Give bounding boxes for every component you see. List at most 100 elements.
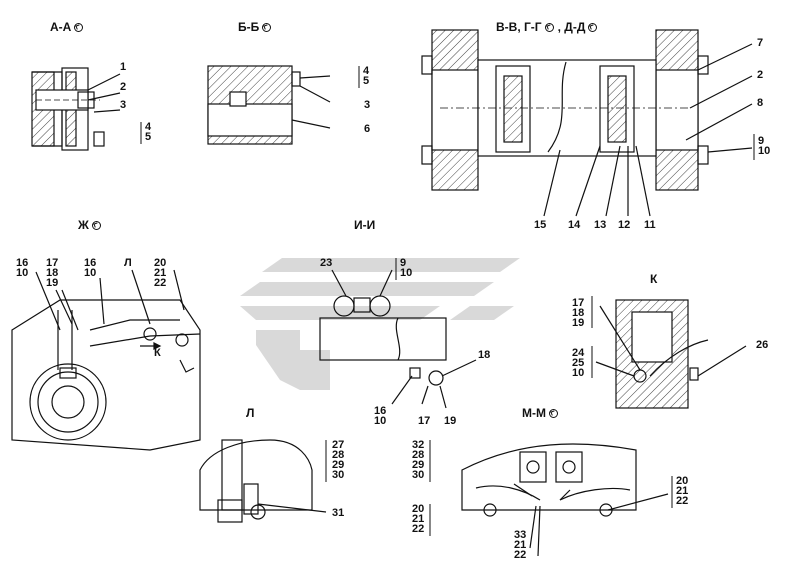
callout-l-31: 31 <box>332 507 345 519</box>
section-title-bb-text: Б-Б <box>238 20 260 34</box>
callout-ii-stack-top: 9 10 <box>400 257 413 279</box>
section-title-aa-text: А-А <box>50 20 72 34</box>
callout-bb-3: 3 <box>364 99 371 111</box>
callout-aa-3: 3 <box>120 99 127 111</box>
callout-ii-23: 23 <box>320 257 333 269</box>
callout-k-stack-b: 24 25 10 <box>572 347 585 379</box>
callout-mm-stack-a: 32 28 29 30 <box>412 440 425 481</box>
callout-l-29: 29 <box>332 459 345 471</box>
callout-vv-stack: 9 10 <box>758 135 771 157</box>
callout-vv-12: 12 <box>618 219 631 231</box>
section-mm-drawing <box>461 443 669 557</box>
callout-zh-10b: 10 <box>84 267 97 279</box>
section-aa-drawing <box>31 67 121 151</box>
callout-zh-18: 18 <box>46 267 59 279</box>
view-direction-icon <box>544 23 554 32</box>
section-ii-drawing <box>319 269 477 409</box>
callout-bb-5: 5 <box>363 75 370 87</box>
callout-brackets <box>140 66 755 536</box>
callout-vv-13: 13 <box>594 219 607 231</box>
callout-zh-22: 22 <box>154 277 167 289</box>
callout-mm-stack-c: 33 21 22 <box>514 529 527 561</box>
callout-aa-1: 1 <box>120 61 127 73</box>
callout-aa-4: 4 <box>145 121 152 133</box>
callout-k-26: 26 <box>756 339 769 351</box>
callout-mm-33: 33 <box>514 529 527 541</box>
callout-zh-group1: 16 10 <box>16 257 29 279</box>
callout-k-stack-a: 17 18 19 <box>572 297 585 329</box>
callout-vv-8: 8 <box>757 97 764 109</box>
callout-vv-2: 2 <box>757 69 764 81</box>
callout-zh-21: 21 <box>154 267 167 279</box>
callout-k-19: 19 <box>572 317 585 329</box>
callout-mm-30: 30 <box>412 469 425 481</box>
section-title-vv-text: В-В, Г-Г <box>496 20 542 34</box>
callout-vv-9: 9 <box>758 135 765 147</box>
callout-aa-5: 5 <box>145 131 152 143</box>
callout-vv-14: 14 <box>568 219 581 231</box>
callout-zh-view-k: К <box>154 347 161 359</box>
callout-k-10: 10 <box>572 367 585 379</box>
section-title-ii: И-И <box>354 218 376 232</box>
callout-ii-9: 9 <box>400 257 407 269</box>
section-title-mm-text: М-М <box>522 406 546 420</box>
callout-aa-2: 2 <box>120 81 127 93</box>
callout-l-28: 28 <box>332 449 345 461</box>
section-title-bb: Б-Б <box>238 20 272 34</box>
section-title-dd-text: , Д-Д <box>557 20 586 34</box>
callout-mm-20b: 20 <box>676 475 689 487</box>
callout-zh-group2: 17 18 19 <box>46 257 59 289</box>
view-zh-drawing <box>11 269 201 451</box>
section-vv-drawing <box>421 29 753 217</box>
callout-mm-22b: 22 <box>514 549 527 561</box>
callout-mm-21b: 21 <box>514 539 527 551</box>
callout-vv-10: 10 <box>758 145 771 157</box>
section-title-zh: Ж <box>78 218 101 232</box>
callout-zh-17: 17 <box>46 257 59 269</box>
view-l-drawing <box>199 439 327 523</box>
callout-zh-view-l: Л <box>124 257 132 269</box>
section-title-l: Л <box>246 406 255 420</box>
callout-k-18: 18 <box>572 307 585 319</box>
view-direction-icon <box>91 221 101 230</box>
callout-mm-22: 22 <box>412 523 425 535</box>
callout-zh-10: 10 <box>16 267 29 279</box>
watermark-logo <box>240 258 520 390</box>
callout-ii-17: 17 <box>418 415 431 427</box>
section-title-mm: М-М <box>522 406 558 420</box>
callout-k-25: 25 <box>572 357 585 369</box>
section-title-aa: А-А <box>50 20 84 34</box>
view-direction-icon <box>262 23 272 32</box>
callout-zh-20: 20 <box>154 257 167 269</box>
callout-l-stack: 27 28 29 30 <box>332 439 345 481</box>
callout-mm-stack-d: 20 21 22 <box>676 475 689 507</box>
callout-zh-16: 16 <box>16 257 29 269</box>
callout-bb-4: 4 <box>363 65 370 77</box>
callout-k-17: 17 <box>572 297 585 309</box>
callout-ii-10: 10 <box>400 267 413 279</box>
callout-l-30: 30 <box>332 469 345 481</box>
callout-ii-16: 16 <box>374 405 387 417</box>
callout-ii-10b: 10 <box>374 415 387 427</box>
callout-mm-stack-b: 20 21 22 <box>412 503 425 535</box>
callout-bb-stack: 4 5 <box>363 65 370 87</box>
callout-ii-stack-bottom: 16 10 <box>374 405 387 427</box>
callout-aa-stack: 4 5 <box>145 121 152 143</box>
callout-mm-22c: 22 <box>676 495 689 507</box>
callout-zh-19: 19 <box>46 277 59 289</box>
callout-ii-19: 19 <box>444 415 457 427</box>
callout-vv-11: 11 <box>644 219 656 231</box>
callout-mm-20: 20 <box>412 503 425 515</box>
section-title-k: К <box>650 272 658 286</box>
callout-mm-29: 29 <box>412 459 425 471</box>
view-direction-icon <box>549 409 558 418</box>
callout-zh-group3: 16 10 <box>84 257 97 279</box>
callout-bb-6: 6 <box>364 123 371 135</box>
callout-l-27: 27 <box>332 439 345 451</box>
section-bb-drawing <box>207 65 331 145</box>
callout-vv-15: 15 <box>534 219 547 231</box>
callout-k-24: 24 <box>572 347 585 359</box>
callout-zh-16b: 16 <box>84 257 97 269</box>
callout-vv-7: 7 <box>757 37 764 49</box>
